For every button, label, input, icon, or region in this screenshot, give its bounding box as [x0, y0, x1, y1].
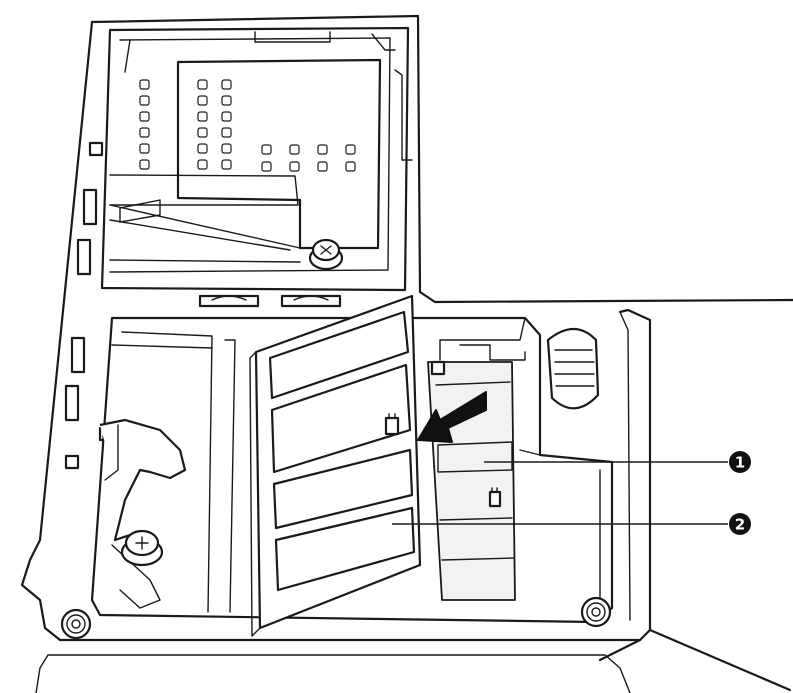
callout-2-label: 2 — [735, 516, 745, 534]
callout-leaders — [392, 461, 728, 525]
chip-pad — [197, 127, 208, 138]
memory-slot-empty — [427, 344, 526, 601]
chip-pad — [221, 143, 232, 154]
callout-1-label: 1 — [735, 454, 745, 472]
lower-screw — [120, 529, 164, 567]
chip-pad — [139, 127, 150, 138]
chip-pad — [197, 159, 208, 170]
memory-compartment — [90, 316, 614, 624]
chip-pad — [197, 111, 208, 122]
chip-pad — [197, 79, 208, 90]
chip-pad — [345, 161, 356, 172]
chip-pad — [317, 161, 328, 172]
left-bracket — [99, 418, 187, 609]
chip-pad — [197, 143, 208, 154]
chip-pad — [317, 144, 328, 155]
memory-module — [249, 294, 422, 637]
chip-pad — [221, 111, 232, 122]
chip-pad — [139, 79, 150, 90]
chip-pad — [139, 95, 150, 106]
chip-pad — [221, 159, 232, 170]
upper-screw — [308, 238, 344, 271]
chip-pad — [221, 95, 232, 106]
chip-pad — [289, 144, 300, 155]
upper-compartment — [100, 26, 413, 292]
chip-pad — [261, 144, 272, 155]
chip-pad — [139, 143, 150, 154]
chip-pad — [221, 79, 232, 90]
arrow-icon — [417, 391, 487, 443]
chip-pad — [197, 95, 208, 106]
chip-pad — [345, 144, 356, 155]
chip-grid — [139, 79, 356, 172]
callout-1: 1 — [729, 451, 751, 473]
foot-screw-left — [60, 608, 92, 640]
vent-grille — [546, 327, 600, 410]
chip-pad — [289, 161, 300, 172]
chip-pad — [139, 111, 150, 122]
latch-slots — [198, 294, 342, 308]
chip-pad — [139, 159, 150, 170]
laptop-base — [20, 14, 793, 693]
foot-screw-right — [580, 596, 612, 628]
chip-pad — [261, 161, 272, 172]
side-tabs — [64, 141, 114, 470]
callout-2: 2 — [729, 513, 751, 535]
chip-pad — [221, 127, 232, 138]
